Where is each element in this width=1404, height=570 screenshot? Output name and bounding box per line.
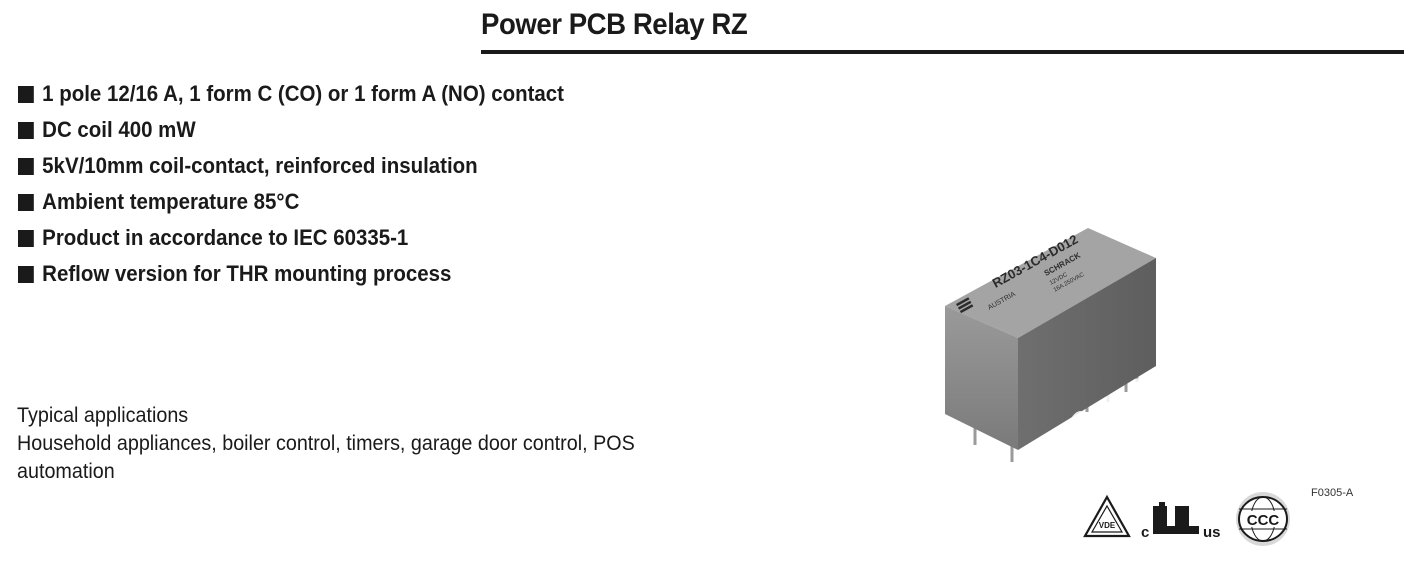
te-logo-icon <box>956 297 974 314</box>
square-bullet-icon <box>18 229 34 247</box>
square-bullet-icon <box>18 157 34 175</box>
svg-text:us: us <box>1203 524 1221 541</box>
feature-list: 1 pole 12/16 A, 1 form C (CO) or 1 form … <box>18 76 605 292</box>
svg-text:c: c <box>1141 524 1149 541</box>
figure-code: F0305-A <box>1311 487 1354 499</box>
relay-front-face <box>945 306 1018 450</box>
ul-mark-icon: c us <box>1141 502 1221 541</box>
feature-text: 5kV/10mm coil-contact, reinforced insula… <box>42 153 478 178</box>
applications-body: Household appliances, boiler control, ti… <box>17 432 635 483</box>
square-bullet-icon <box>18 121 34 139</box>
square-bullet-icon <box>18 85 34 103</box>
typical-applications: Typical applications Household appliance… <box>17 402 637 486</box>
square-bullet-icon <box>18 265 34 283</box>
applications-heading: Typical applications <box>17 404 189 427</box>
feature-text: 1 pole 12/16 A, 1 form C (CO) or 1 form … <box>42 81 564 106</box>
page-title: Power PCB Relay RZ <box>481 8 748 41</box>
feature-item: 1 pole 12/16 A, 1 form C (CO) or 1 form … <box>18 76 564 112</box>
relay-top-face <box>945 228 1156 338</box>
feature-item: Product in accordance to IEC 60335-1 <box>18 220 564 256</box>
feature-text: DC coil 400 mW <box>42 117 196 142</box>
feature-item: DC coil 400 mW <box>18 112 564 148</box>
certification-marks: VDE c us CCC <box>1083 492 1290 546</box>
ccc-mark-icon: CCC <box>1236 492 1290 546</box>
feature-item: Ambient temperature 85°C <box>18 184 564 220</box>
feature-item: 5kV/10mm coil-contact, reinforced insula… <box>18 148 564 184</box>
relay-photo: RZ03-1C4-D012 AUSTRIA SCHRACK 12VDC 16A … <box>945 228 1156 462</box>
square-bullet-icon <box>18 193 34 211</box>
vde-mark-icon: VDE <box>1083 494 1131 538</box>
relay-side-face <box>1018 258 1156 450</box>
feature-text: Reflow version for THR mounting process <box>42 261 452 286</box>
feature-text: Product in accordance to IEC 60335-1 <box>42 225 409 250</box>
feature-text: Ambient temperature 85°C <box>42 189 300 214</box>
svg-text:VDE: VDE <box>1099 521 1116 530</box>
title-rule <box>481 50 1404 54</box>
feature-item: Reflow version for THR mounting process <box>18 256 564 292</box>
svg-text:CCC: CCC <box>1247 512 1280 529</box>
